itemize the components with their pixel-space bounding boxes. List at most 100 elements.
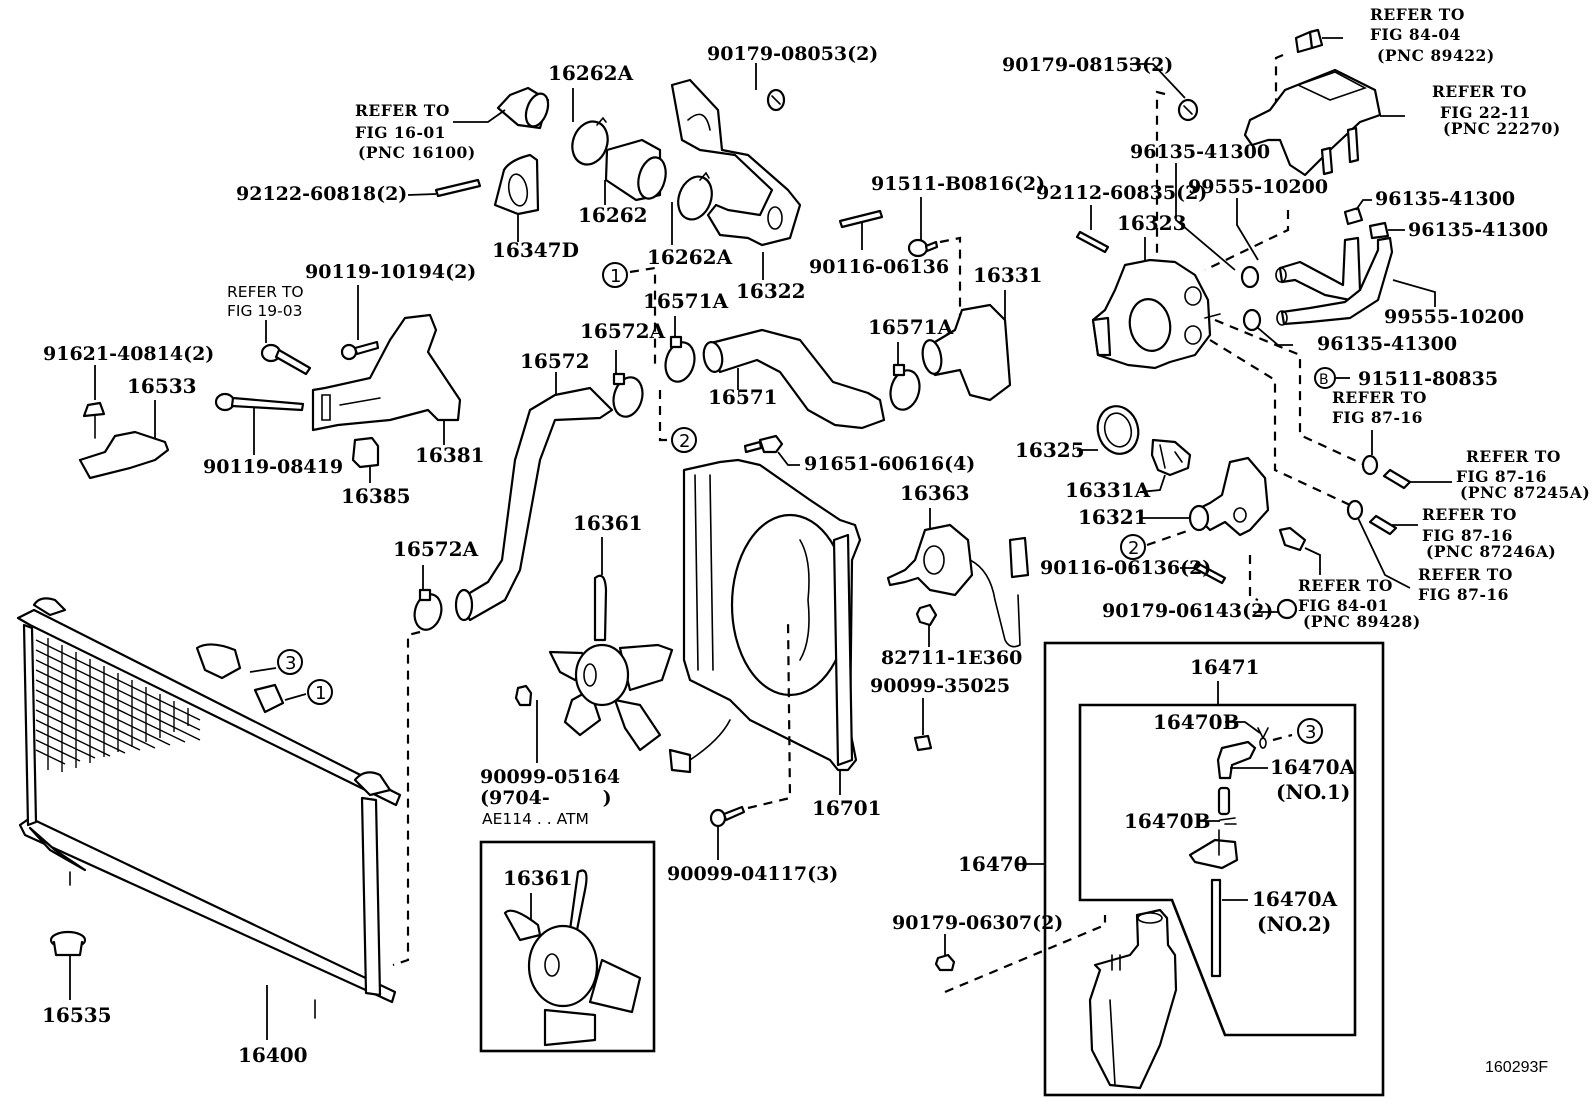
label-91621-40814[interactable]: 91621-40814(2) [43,343,214,365]
hose-16262[interactable] [604,138,670,202]
washer-90099-05164[interactable] [514,684,533,707]
radiator-16400[interactable] [16,597,402,1019]
hose-end-fig87-16-c[interactable] [1368,514,1398,536]
label-16470A-no2[interactable]: 16470A [1252,887,1338,911]
label-16572[interactable]: 16572 [520,349,590,373]
clamp-16572A-left[interactable] [411,588,445,633]
ref-fig87-16-c-line1[interactable]: REFER TO [1422,505,1517,524]
label-96135-41300-b[interactable]: 96135-41300 [1375,188,1515,210]
label-90099-04117[interactable]: 90099-04117(3) [667,863,838,885]
label-90119-08419[interactable]: 90119-08419 [203,456,343,478]
fan-16361[interactable] [548,574,674,752]
clamp-16572A-top[interactable] [609,372,646,420]
clip-91621-40814[interactable] [82,401,106,439]
sensor-fig22-11[interactable] [1243,68,1382,177]
gasket-16325[interactable] [1092,402,1143,459]
label-16470[interactable]: 16470 [958,852,1028,876]
thermostat-16331A[interactable] [1150,438,1192,477]
water-pipe-16322[interactable] [670,78,802,247]
clip-90099-35025[interactable] [913,734,933,752]
ref-fig22-11-line1[interactable]: REFER TO [1432,82,1527,101]
cushion-16385[interactable] [351,436,380,469]
bracket-16533[interactable] [78,430,170,480]
label-16361-alt[interactable]: 16361 [503,866,573,890]
label-16535[interactable]: 16535 [42,1003,112,1027]
label-92112-60835[interactable]: 92112-60835(2) [1036,182,1207,204]
ref-fig84-04-line3[interactable]: (PNC 89422) [1377,46,1495,65]
clamp-16571A-right[interactable] [886,363,923,413]
hoses-99555-10200[interactable] [1275,236,1394,326]
label-16347D[interactable]: 16347D [492,238,579,262]
label-92122-60818[interactable]: 92122-60818(2) [236,183,407,205]
clip-16470B-top[interactable] [1257,727,1269,749]
label-90099-05164[interactable]: 90099-05164 [480,766,620,788]
fan-16361-alt[interactable] [503,869,642,1047]
label-16385[interactable]: 16385 [341,484,411,508]
ref-fig87-16-c-line2[interactable]: FIG 87-16 [1422,526,1513,545]
nut-90179-08153[interactable] [1177,98,1199,122]
label-16701[interactable]: 16701 [812,796,882,820]
label-16262[interactable]: 16262 [578,203,648,227]
sensor-fig84-01[interactable] [1278,526,1307,552]
label-96135-41300-c[interactable]: 96135-41300 [1408,219,1548,241]
bolt-90099-04117[interactable] [709,805,746,828]
label-96135-41300-d[interactable]: 96135-41300 [1317,333,1457,355]
ref-fig19-03-line2[interactable]: FIG 19-03 [227,302,302,320]
pipe-segment-16470[interactable] [1217,786,1231,816]
label-90099-35025[interactable]: 90099-35025 [870,675,1010,697]
ref-fig84-01-line2[interactable]: FIG 84-01 [1298,596,1389,615]
label-16471[interactable]: 16471 [1190,655,1260,679]
label-16361[interactable]: 16361 [573,511,643,535]
nut-90179-06307[interactable] [934,953,956,972]
reservoir-cap[interactable] [1188,829,1239,870]
ref-fig87-16-a-line2[interactable]: FIG 87-16 [1332,408,1423,427]
label-90116-06136-2[interactable]: 90116-06136(2) [1040,557,1211,579]
pipe-stub-fig16-01[interactable] [496,86,552,130]
ref-fig16-01-line3[interactable]: (PNC 16100) [358,143,476,162]
stud-90116-06136[interactable] [838,209,884,229]
label-16400[interactable]: 16400 [238,1043,308,1067]
ref-fig87-16-d-line2[interactable]: FIG 87-16 [1418,585,1509,604]
ref-fig84-01-line1[interactable]: REFER TO [1298,576,1393,595]
reservoir-tank-16470[interactable] [1088,908,1178,1090]
hose-16572[interactable] [454,386,614,622]
label-16533[interactable]: 16533 [127,374,197,398]
ref-fig87-16-d-line1[interactable]: REFER TO [1418,565,1513,584]
ref-fig87-16-a-line1[interactable]: REFER TO [1332,388,1427,407]
ref-fig22-11-line3[interactable]: (PNC 22270) [1443,119,1561,138]
label-99555-10200-b[interactable]: 99555-10200 [1384,306,1524,328]
clamp-96135-41300-b[interactable] [1343,206,1364,226]
ref-fig16-01-line1[interactable]: REFER TO [355,101,450,120]
label-16571A-right[interactable]: 16571A [868,315,954,339]
label-90179-08053[interactable]: 90179-08053(2) [707,43,878,65]
clip-16470B-mid[interactable] [1219,817,1237,825]
label-16571A-left[interactable]: 16571A [643,289,729,313]
label-16325[interactable]: 16325 [1015,438,1085,462]
label-16381[interactable]: 16381 [415,443,485,467]
label-90179-08153[interactable]: 90179-08153(2) [1002,54,1173,76]
water-outlet-16331[interactable] [920,303,1012,402]
clamp-96135-41300-c[interactable] [1368,221,1390,240]
bracket-16381[interactable] [311,313,462,432]
bolt-90119-08419[interactable] [214,392,305,412]
bolt-fig19-03[interactable] [260,343,312,376]
ref-fig87-16-b-line1[interactable]: REFER TO [1466,447,1561,466]
label-16322[interactable]: 16322 [736,279,806,303]
clamp-fig87-16-a[interactable] [1361,454,1379,476]
clamp-96135-41300-d[interactable] [1242,308,1262,332]
label-16262A-top[interactable]: 16262A [548,61,634,85]
label-91651-60616[interactable]: 91651-60616(4) [804,453,975,475]
label-16363[interactable]: 16363 [900,481,970,505]
ref-fig84-04-line1[interactable]: REFER TO [1370,5,1465,24]
label-90099-05164-date[interactable]: (9704- ) [480,787,612,809]
ref-fig87-16-b-line3[interactable]: (PNC 87245A) [1460,483,1590,502]
label-16470A-no2-sub[interactable]: (NO.2) [1257,912,1331,936]
label-16323[interactable]: 16323 [1117,211,1187,235]
label-91511-80835[interactable]: 91511-80835 [1358,368,1498,390]
fan-shroud-16701[interactable] [668,458,862,774]
bolt-91651-60616[interactable] [743,434,784,454]
drain-plug-16535[interactable] [49,930,87,957]
clamp-96135-41300-a[interactable] [1240,265,1260,289]
ref-fig19-03-line1[interactable]: REFER TO [227,283,304,301]
ref-fig22-11-line2[interactable]: FIG 22-11 [1440,103,1531,122]
